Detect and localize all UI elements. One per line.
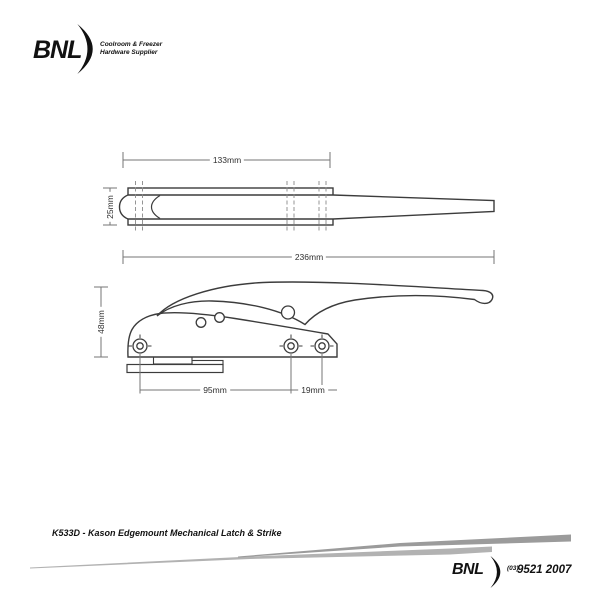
dim-label-hole-offset: 19mm [298,385,328,395]
side-view-handle-outline [156,281,494,326]
body-hole-1 [195,317,207,328]
screw-2 [279,334,303,358]
body-hole-2 [214,312,225,323]
footer-stripes [30,534,571,569]
top-view-blade-end-arc [150,194,161,220]
dim-label-top-width: 133mm [209,155,245,165]
tagline-line-1: Coolroom & Freezer [100,41,163,48]
logo-tagline: Coolroom & Freezer Hardware Supplier [100,41,162,56]
footer-stripe-lower [30,546,492,569]
screw-1 [128,334,152,358]
side-view [126,281,494,374]
dim-label-hole-spacing: 95mm [200,385,230,395]
footer-swoosh-shape [490,556,501,588]
footer-area-code: (03) [507,565,519,572]
mount-block [152,356,193,365]
bnl-logo-text: BNL [33,36,82,64]
product-title: K533D - Kason Edgemount Mechanical Latch… [52,528,282,538]
mounting-screws [128,334,334,358]
screw-3 [310,334,334,358]
swoosh-shape [77,24,93,74]
strike-lip [191,359,224,366]
dim-label-top-height: 25mm [105,191,115,222]
top-view-blade-outline [118,194,495,220]
dim-label-side-height: 48mm [96,307,106,337]
cam-roller [280,305,296,320]
footer-stripe-upper [238,534,571,558]
tagline-line-2: Hardware Supplier [100,48,158,56]
bnl-swoosh-icon [77,24,93,74]
strike-plate [126,363,224,374]
dim-label-overall-length: 236mm [291,252,327,262]
footer-phone-number: 9521 2007 [517,564,572,576]
top-view-centerlines [135,181,327,231]
footer-bnl-logo-text: BNL [452,561,484,578]
footer-bnl-swoosh-icon [490,556,501,588]
top-view [118,181,495,231]
